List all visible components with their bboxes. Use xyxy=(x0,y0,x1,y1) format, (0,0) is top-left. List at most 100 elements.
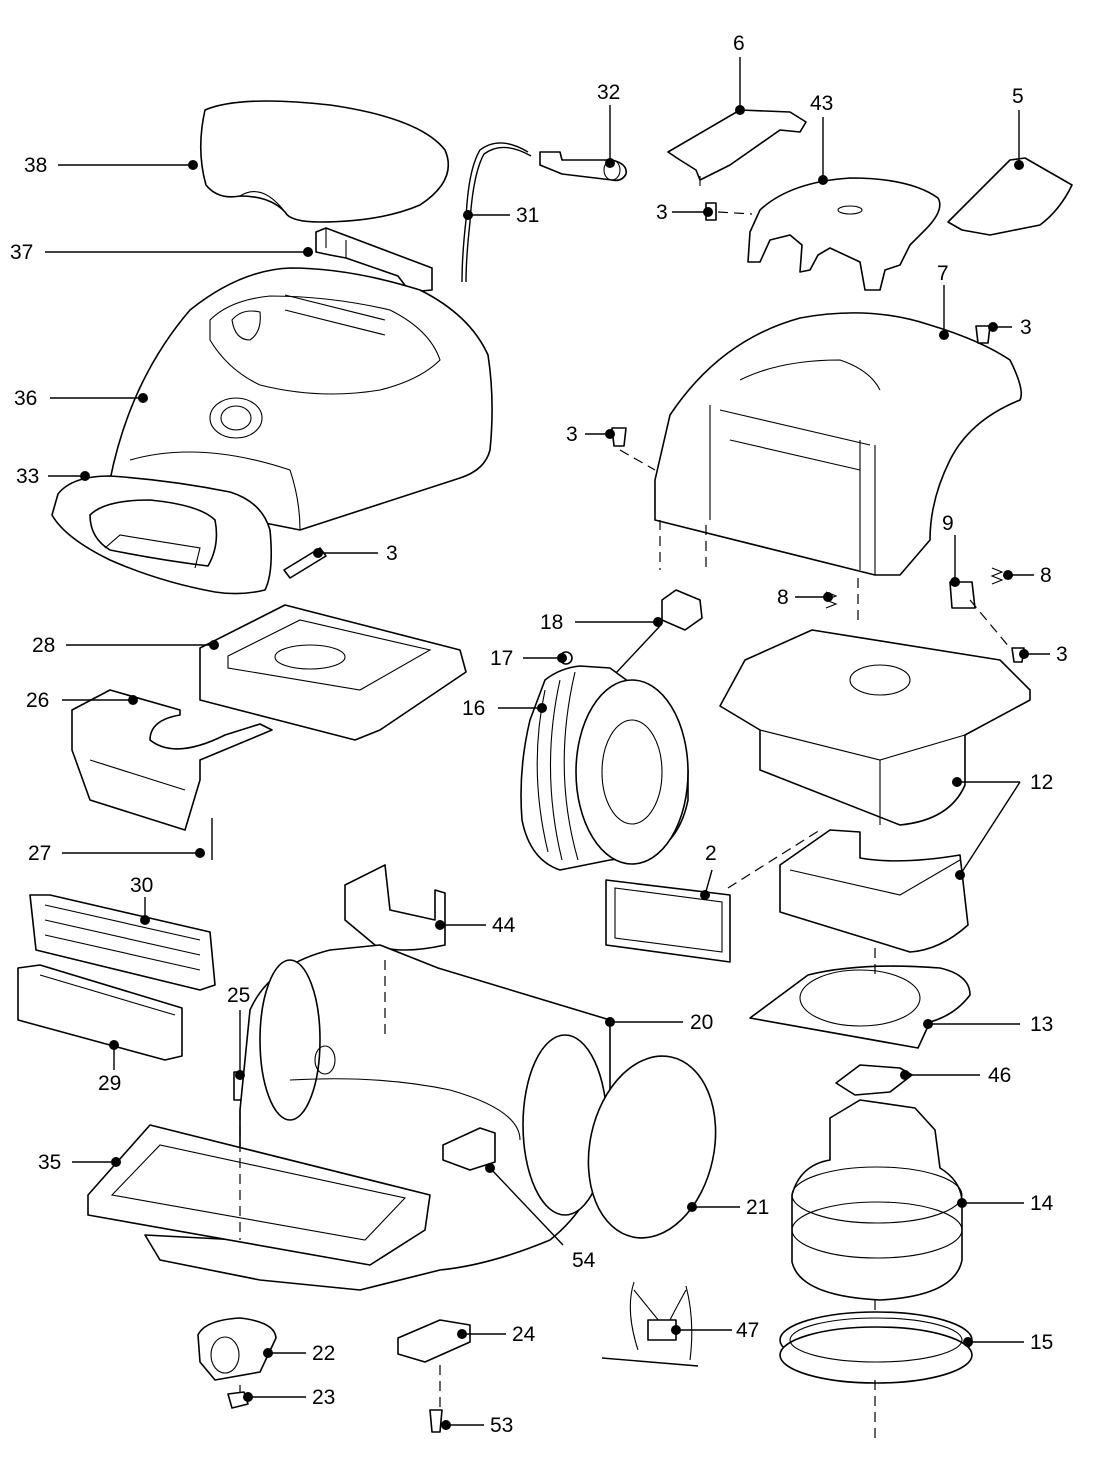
part-26-frame xyxy=(71,689,273,831)
part-23-nut xyxy=(227,1391,249,1409)
callout-18: 18 xyxy=(540,611,663,634)
part-2-filter xyxy=(605,879,731,963)
callout-17: 17 xyxy=(490,647,567,670)
callout-36: 36 xyxy=(14,387,148,410)
callout-53-label: 53 xyxy=(490,1414,513,1437)
callout-26-label: 26 xyxy=(26,689,49,712)
callout-21-label: 21 xyxy=(746,1196,769,1219)
part-28-tray xyxy=(199,604,467,741)
callout-44-label: 44 xyxy=(492,914,516,937)
callout-53: 53 xyxy=(441,1414,513,1437)
callout-35: 35 xyxy=(38,1151,121,1174)
part-38-top-lid xyxy=(199,100,450,223)
callout-31-label: 31 xyxy=(516,204,539,227)
part-33-front-handle xyxy=(51,475,272,595)
part-31-cable xyxy=(461,142,532,283)
callout-33: 33 xyxy=(16,465,90,488)
callout-28: 28 xyxy=(32,634,219,657)
callout-20: 20 xyxy=(605,1011,713,1034)
part-22-caster xyxy=(197,1317,277,1381)
callout-32: 32 xyxy=(597,81,620,168)
callout-15-label: 15 xyxy=(1030,1331,1053,1354)
part-37-hinge-bracket xyxy=(315,227,433,293)
callout-12: 12 xyxy=(952,771,1053,880)
part-47-harness xyxy=(601,1281,699,1367)
callout-6: 6 xyxy=(733,32,745,115)
part-9-clip xyxy=(949,581,976,609)
callout-54-label: 54 xyxy=(572,1249,596,1272)
callout-36-label: 36 xyxy=(14,387,37,410)
callout-23: 23 xyxy=(243,1386,335,1409)
part-12-motor-housing xyxy=(719,629,1031,826)
callout-25: 25 xyxy=(227,984,250,1080)
part-16-cable-reel xyxy=(520,665,689,871)
callout-16-label: 16 xyxy=(462,697,485,720)
callout-24-label: 24 xyxy=(512,1323,536,1346)
callout-3d: 3 xyxy=(566,423,615,446)
callout-15: 15 xyxy=(963,1331,1053,1354)
part-3-screw-d xyxy=(611,427,627,447)
callout-14: 14 xyxy=(957,1192,1054,1215)
callout-54: 54 xyxy=(485,1163,596,1272)
callout-23-label: 23 xyxy=(312,1386,335,1409)
callout-8b: 8 xyxy=(1003,564,1052,587)
callout-29: 29 xyxy=(98,1040,121,1095)
callout-22: 22 xyxy=(263,1342,335,1365)
part-7-rear-housing xyxy=(654,312,1023,576)
callout-9-label: 9 xyxy=(942,512,954,535)
callout-22-label: 22 xyxy=(312,1342,335,1365)
part-43-top-cover xyxy=(747,177,941,291)
callout-47: 47 xyxy=(671,1319,759,1342)
callout-46-label: 46 xyxy=(988,1064,1011,1087)
callout-3c: 3 xyxy=(988,316,1032,339)
callout-27: 27 xyxy=(28,842,205,865)
callout-43-label: 43 xyxy=(810,92,833,115)
callout-33-label: 33 xyxy=(16,465,39,488)
callout-16: 16 xyxy=(462,697,547,720)
callout-6-label: 6 xyxy=(733,32,745,55)
callout-12-label: 12 xyxy=(1030,771,1053,794)
callout-7: 7 xyxy=(937,262,949,340)
part-35-front-frame xyxy=(87,1124,431,1266)
callout-7-label: 7 xyxy=(937,262,949,285)
callout-38: 38 xyxy=(24,154,198,177)
callout-13: 13 xyxy=(923,1013,1053,1036)
part-13-gasket xyxy=(749,965,971,1049)
callout-31: 31 xyxy=(463,204,539,227)
callout-37-label: 37 xyxy=(10,241,33,264)
part-54-clip xyxy=(442,1127,496,1171)
callout-26: 26 xyxy=(26,689,138,712)
callout-47-label: 47 xyxy=(736,1319,759,1342)
callout-46: 46 xyxy=(900,1064,1011,1087)
callout-43: 43 xyxy=(810,92,833,185)
callout-8a: 8 xyxy=(777,586,833,609)
assembly-guide-lines xyxy=(239,211,1011,1440)
callout-3b-label: 3 xyxy=(656,201,668,224)
callout-2-label: 2 xyxy=(705,842,717,865)
callout-32-label: 32 xyxy=(597,81,620,104)
callout-25-label: 25 xyxy=(227,984,250,1007)
callout-18-label: 18 xyxy=(540,611,563,634)
callout-17-label: 17 xyxy=(490,647,513,670)
callout-3e-label: 3 xyxy=(1056,643,1068,666)
callout-29-label: 29 xyxy=(98,1072,121,1095)
callout-38-label: 38 xyxy=(24,154,47,177)
callout-8b-label: 8 xyxy=(1040,564,1052,587)
callout-30: 30 xyxy=(130,874,153,925)
callout-5-label: 5 xyxy=(1012,85,1024,108)
part-29-filter-plate xyxy=(17,964,183,1061)
part-8-spring-b xyxy=(990,567,1004,585)
callout-27-label: 27 xyxy=(28,842,51,865)
part-15-ring xyxy=(779,1311,973,1384)
callout-14-label: 14 xyxy=(1030,1192,1054,1215)
callout-3b: 3 xyxy=(656,201,713,224)
callout-21: 21 xyxy=(687,1196,769,1219)
part-21-wheel-cover xyxy=(587,1055,717,1239)
callout-2: 2 xyxy=(700,842,717,900)
callout-3d-label: 3 xyxy=(566,423,578,446)
part-53-screw xyxy=(429,1409,443,1433)
callout-5: 5 xyxy=(1012,85,1024,170)
callout-8a-label: 8 xyxy=(777,586,789,609)
callout-3a: 3 xyxy=(313,542,398,565)
